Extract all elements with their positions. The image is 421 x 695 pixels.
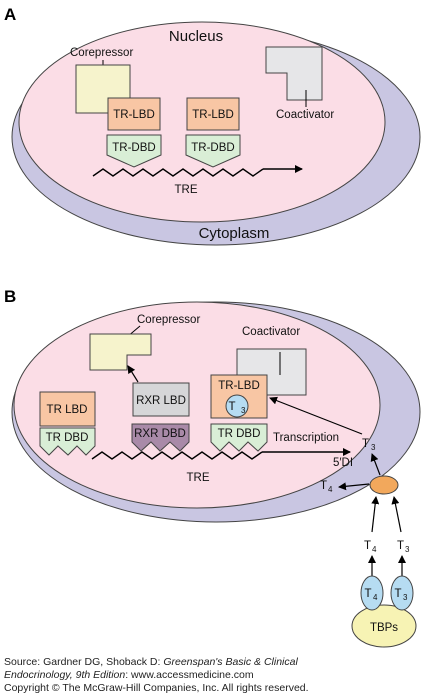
panel-b-tr-lbd-bound-label: TR-LBD	[218, 380, 260, 392]
panel-b-tr-lbd-left-label: TR LBD	[47, 404, 88, 416]
panel-a-tr-lbd-right	[186, 97, 240, 131]
panel-a-tr-dbd-left	[106, 134, 162, 168]
panel-b-bound-t3-sub: 3	[403, 593, 408, 602]
source-line-2: Endocrinology, 9th Edition: www.accessme…	[4, 669, 254, 682]
panel-b-rxr-dbd	[131, 423, 190, 452]
panel-b-t3-ligand	[225, 394, 249, 418]
panel-b-bound-t3-label: T	[394, 588, 401, 600]
panel-b-rxr-lbd-label: RXR LBD	[136, 395, 186, 407]
panel-b-corepressor-label: Corepressor	[137, 314, 200, 326]
panel-b-t4-out-label: T	[320, 480, 327, 492]
panel-b-bound-t4	[360, 575, 384, 611]
panel-b-tbps-label: TBPs	[370, 622, 398, 634]
panel-b-t3-nuclear-sub: 3	[371, 443, 376, 452]
panel-b-t3-to-receptor-arrow	[269, 396, 363, 435]
panel-b-rxr-dbd-label: RXR DBD	[134, 428, 186, 440]
panel-a-tr-dbd-right	[185, 134, 241, 168]
panel-b-letter: B	[4, 287, 16, 306]
panel-a-tr-dbd-right-label: TR-DBD	[191, 142, 234, 154]
panel-a-tr-lbd-left-label: TR-LBD	[113, 109, 155, 121]
panel-b-deiodinase-enzyme	[369, 475, 399, 495]
panel-b-tr-lbd-left	[39, 391, 96, 427]
panel-b-tr-dbd-right-label: TR DBD	[218, 428, 261, 440]
panel-a-tr-lbd-right-label: TR-LBD	[192, 109, 234, 121]
panel-b-corepressor-shape	[89, 333, 152, 371]
panel-a-letter: A	[4, 5, 16, 24]
panel-b-t3-ligand-label: T	[228, 401, 235, 413]
source-prefix: Source: Gardner DG, Shoback D:	[4, 656, 164, 668]
panel-b-tbps	[351, 604, 417, 648]
panel-b-transcription-label: Transcription	[273, 432, 339, 444]
panel-b-dissociation-arrow	[127, 365, 139, 383]
panel-b-t4-uptake-arrow	[371, 496, 380, 533]
panel-a-coactivator-shape	[265, 46, 323, 101]
panel-b-free-t3-sub: 3	[405, 545, 410, 554]
source-book-title-2: Endocrinology, 9th Edition	[4, 669, 126, 681]
copyright-line: Copyright © The McGraw-Hill Companies, I…	[4, 682, 309, 694]
panel-b-tr-dbd-left	[39, 427, 96, 456]
panel-a-tr-lbd-left	[107, 97, 161, 131]
panel-a-tr-dbd-left-label: TR-DBD	[112, 142, 155, 154]
source-url: : www.accessmedicine.com	[125, 669, 254, 681]
panel-b-rxr-lbd	[132, 382, 190, 417]
panel-b-bound-t4-label: T	[364, 588, 371, 600]
source-book-title-1: Greenspan's Basic & Clinical	[163, 656, 298, 668]
source-line-1: Source: Gardner DG, Shoback D: Greenspan…	[4, 656, 298, 669]
panel-a-tre-label: TRE	[175, 184, 198, 196]
panel-b-t4-out-sub: 4	[328, 485, 333, 494]
panel-a-corepressor-label: Corepressor	[70, 47, 133, 59]
panel-b-free-t3-label: T	[397, 540, 404, 552]
panel-a-coactivator-label: Coactivator	[276, 109, 334, 121]
panel-b-tr-dbd-left-label: TR DBD	[46, 432, 89, 444]
panel-b-tre-label: TRE	[187, 472, 210, 484]
panel-a-nucleus-label: Nucleus	[169, 28, 223, 45]
panel-a-dna-strand	[92, 168, 264, 177]
panel-b-enzyme-to-t4-arrow	[338, 482, 370, 491]
panel-a-cytoplasm-label: Cytoplasm	[199, 225, 270, 242]
panel-b-dna-strand	[91, 451, 263, 460]
panel-b-tr-dbd-right	[210, 423, 268, 452]
panel-b-coactivator-label: Coactivator	[242, 326, 300, 338]
panel-b-free-t4-label: T	[364, 540, 371, 552]
panel-b-deiodinase-label: 5′DI	[333, 457, 353, 469]
panel-b-t3-uptake-arrow	[391, 496, 402, 533]
panel-b-bound-t4-sub: 4	[373, 593, 378, 602]
panel-b-t3-nuclear-label: T	[362, 438, 369, 450]
panel-b-free-t4-sub: 4	[372, 545, 377, 554]
panel-b-enzyme-to-t3-arrow	[370, 453, 381, 476]
panel-b-t3-ligand-sub: 3	[241, 406, 246, 415]
panel-b-bound-t3	[390, 575, 414, 611]
